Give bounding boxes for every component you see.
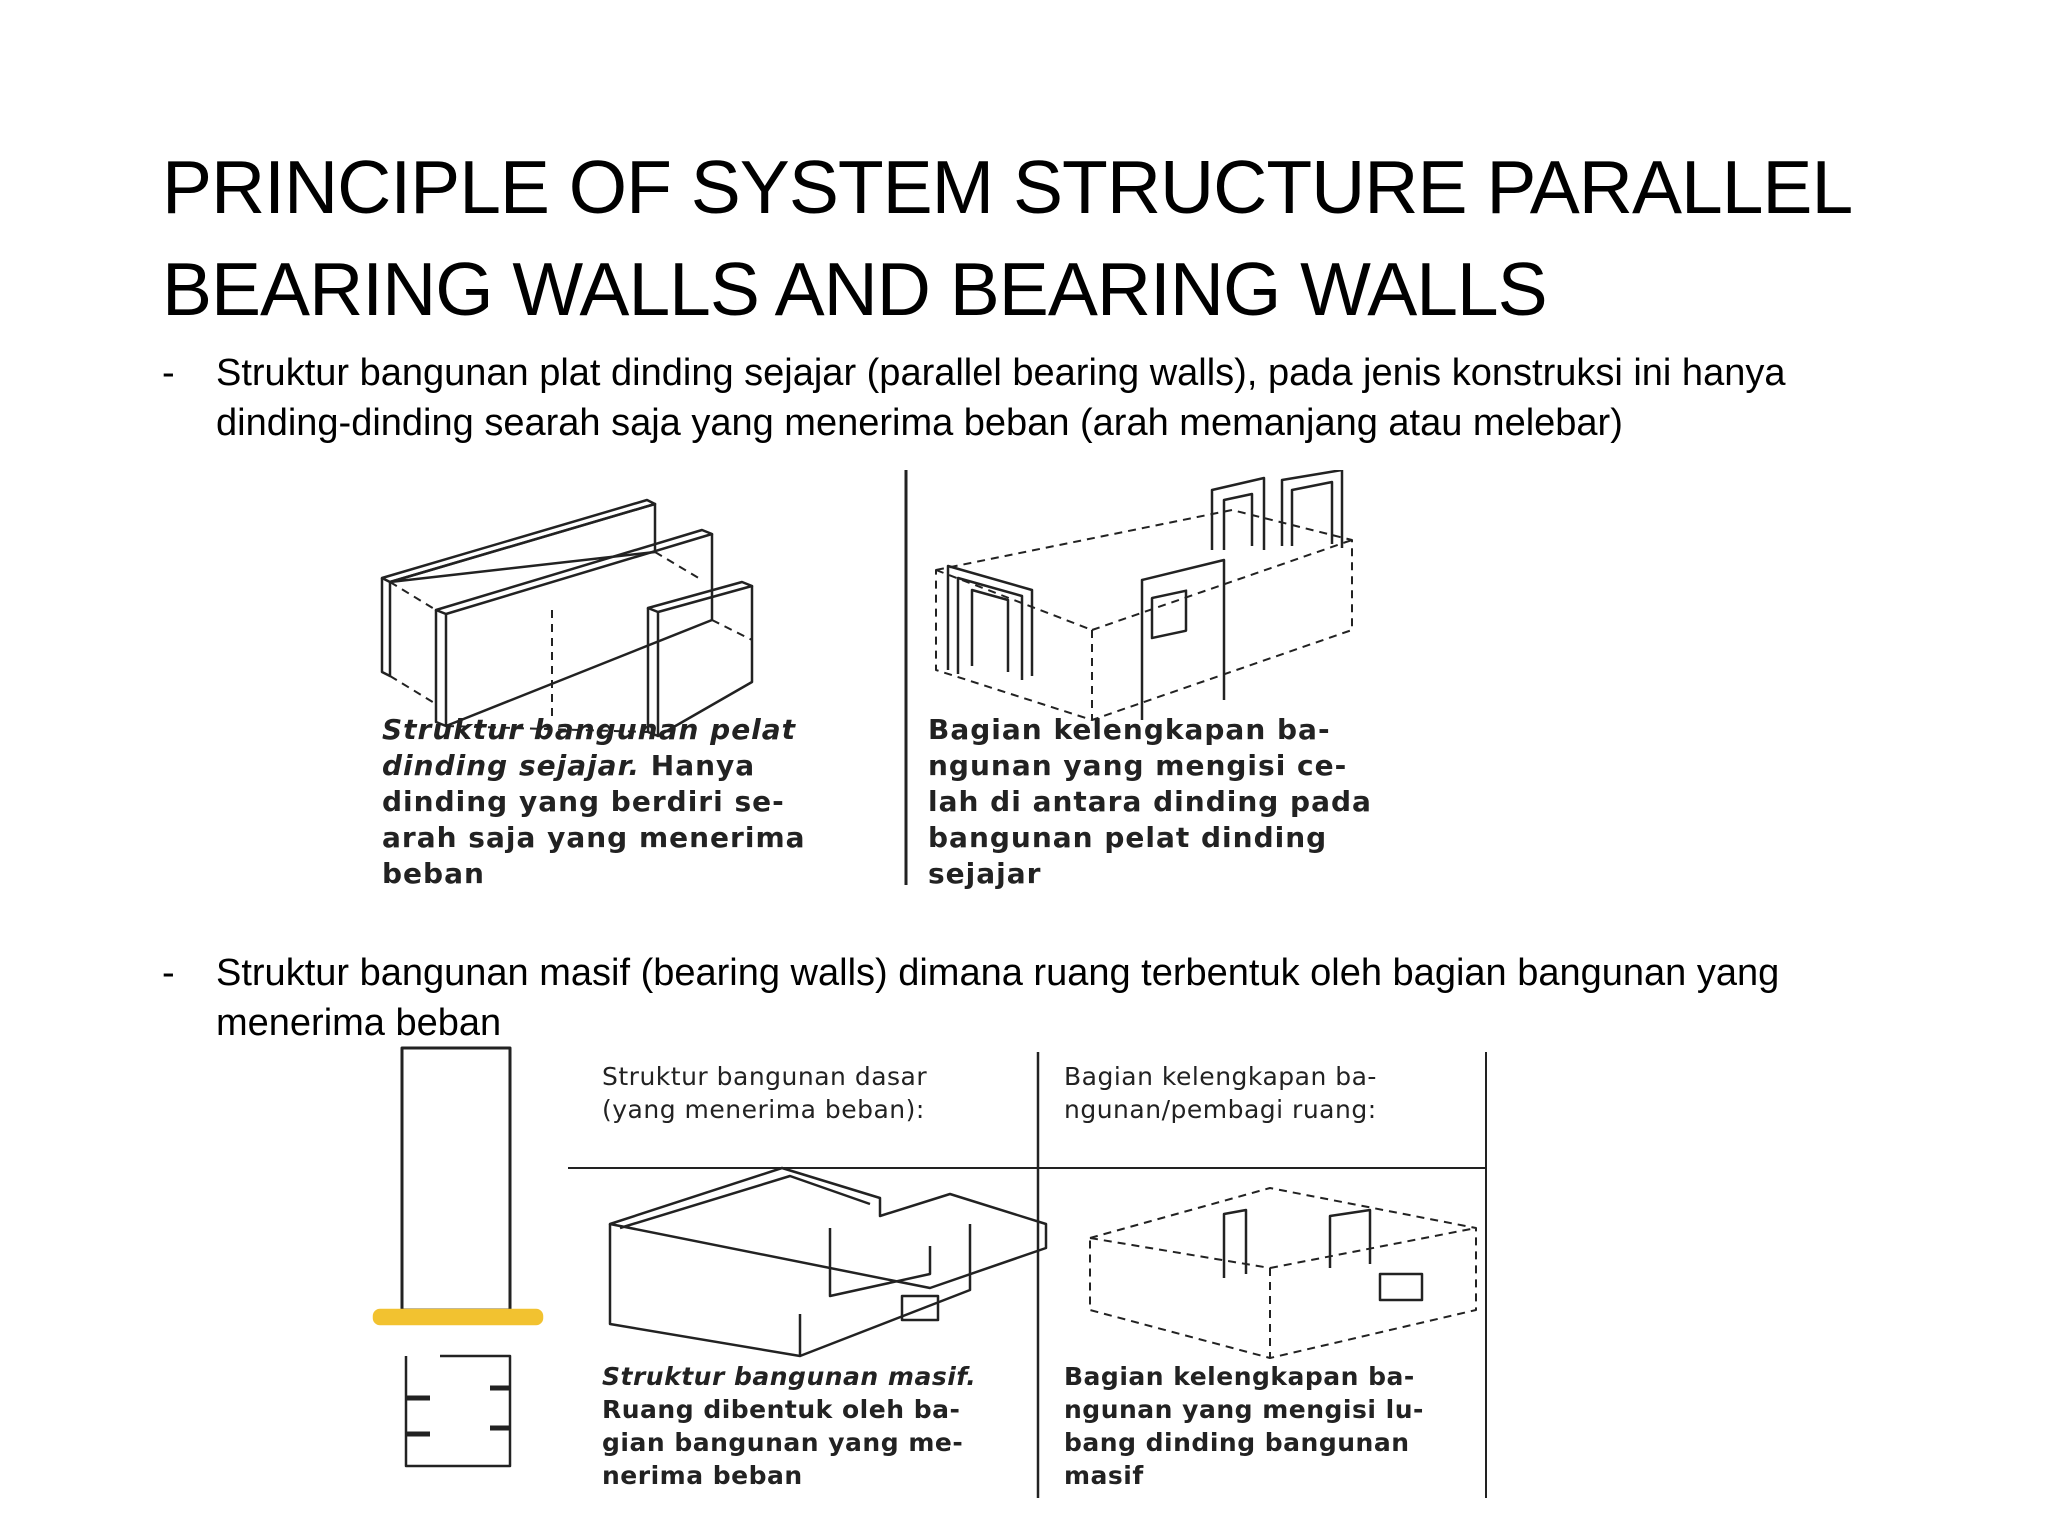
header-line: Struktur bangunan dasar	[602, 1062, 928, 1091]
bullet-text-line-2: dinding-dinding searah saja yang menerim…	[216, 402, 1623, 444]
caption-line: beban	[382, 857, 485, 890]
header-line: ngunan/pembagi ruang:	[1064, 1095, 1377, 1124]
caption-normal-fragment: Hanya	[640, 749, 756, 782]
figure2-header-right: Bagian kelengkapan ba- ngunan/pembagi ru…	[1064, 1060, 1377, 1126]
caption-line: sejajar	[928, 857, 1042, 890]
caption-line: lah di antara dinding pada	[928, 785, 1372, 818]
bullet-marker: -	[162, 952, 175, 994]
caption-line: Bagian kelengkapan ba-	[1064, 1362, 1415, 1391]
caption-italic-line: Struktur bangunan pelat	[382, 713, 797, 746]
figure-bearing-walls: Struktur bangunan dasar (yang menerima b…	[370, 1038, 1490, 1498]
figure1-right-caption: Bagian kelengkapan ba- ngunan yang mengi…	[928, 712, 1372, 892]
caption-line: bangunan pelat dinding	[928, 821, 1328, 854]
caption-line: masif	[1064, 1461, 1144, 1490]
caption-italic-fragment: dinding sejajar.	[382, 749, 641, 782]
caption-line: ngunan yang mengisi lu-	[1064, 1395, 1424, 1424]
slide-title: PRINCIPLE OF SYSTEM STRUCTURE PARALLEL B…	[162, 136, 1982, 340]
caption-italic-line: Struktur bangunan masif.	[602, 1362, 977, 1391]
figure-parallel-bearing-walls: Struktur bangunan pelat dinding sejajar.…	[352, 470, 1432, 898]
slide-title-line-2: BEARING WALLS AND BEARING WALLS	[162, 247, 1548, 331]
slide-title-line-1: PRINCIPLE OF SYSTEM STRUCTURE PARALLEL	[162, 145, 1853, 229]
caption-line: nerima beban	[602, 1461, 803, 1490]
header-line: (yang menerima beban):	[602, 1095, 925, 1124]
parallel-walls-drawing	[380, 470, 1353, 885]
caption-mixed-line: dinding sejajar. Hanya	[382, 748, 806, 784]
figure2-left-caption: Struktur bangunan masif. Ruang dibentuk …	[602, 1360, 976, 1492]
figure2-right-caption: Bagian kelengkapan ba- ngunan yang mengi…	[1064, 1360, 1424, 1492]
figure1-left-caption: Struktur bangunan pelat dinding sejajar.…	[382, 712, 806, 892]
bullet-parallel-bearing-walls: - Struktur bangunan plat dinding sejajar…	[162, 348, 1962, 448]
caption-line: Bagian kelengkapan ba-	[928, 713, 1331, 746]
bullet-text-line-1: Struktur bangunan masif (bearing walls) …	[216, 952, 1780, 994]
caption-line: Ruang dibentuk oleh ba-	[602, 1395, 961, 1424]
caption-line: arah saja yang menerima	[382, 821, 806, 854]
bullet-text-line-1: Struktur bangunan plat dinding sejajar (…	[216, 352, 1786, 394]
bearing-walls-drawing	[372, 1046, 1487, 1498]
caption-line: ngunan yang mengisi ce-	[928, 749, 1348, 782]
caption-line: dinding yang berdiri se-	[382, 785, 785, 818]
bullet-text-line-2: menerima beban	[216, 1002, 502, 1044]
header-line: Bagian kelengkapan ba-	[1064, 1062, 1377, 1091]
bullet-marker: -	[162, 352, 175, 394]
caption-line: bang dinding bangunan	[1064, 1428, 1410, 1457]
caption-line: gian bangunan yang me-	[602, 1428, 964, 1457]
bullet-bearing-walls: - Struktur bangunan masif (bearing walls…	[162, 948, 1962, 1048]
figure2-header-left: Struktur bangunan dasar (yang menerima b…	[602, 1060, 927, 1126]
